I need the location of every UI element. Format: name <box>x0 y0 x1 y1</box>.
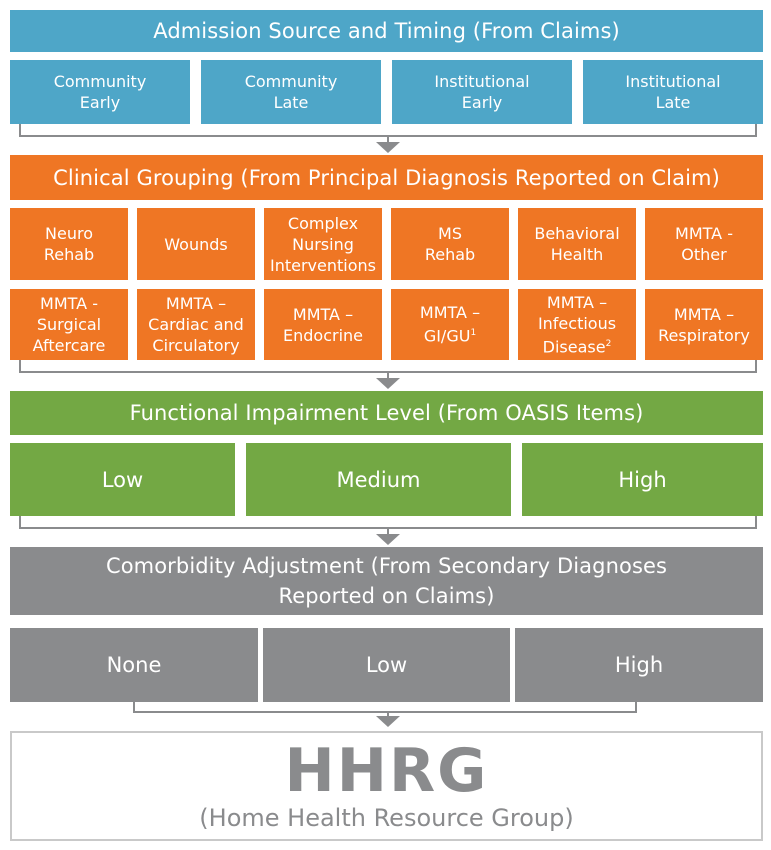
clinical-item: MMTA – Infectious Disease2 <box>518 289 636 360</box>
clinical-item: MMTA – Cardiac and Circulatory <box>137 289 255 360</box>
functional-item: High <box>522 443 763 516</box>
clinical-item: Neuro Rehab <box>10 208 128 280</box>
footnote-marker: 1 <box>470 328 477 339</box>
clinical-header: Clinical Grouping (From Principal Diagno… <box>10 155 763 200</box>
clinical-item-label: MMTA – GI/GU <box>419 303 481 346</box>
admission-bracket <box>19 124 757 137</box>
admission-header: Admission Source and Timing (From Claims… <box>10 10 763 52</box>
comorbidity-header: Comorbidity Adjustment (From Secondary D… <box>10 547 763 615</box>
admission-item: Institutional Early <box>392 60 572 124</box>
clinical-item: MMTA - Surgical Aftercare <box>10 289 128 360</box>
arrow-down-icon <box>376 142 400 153</box>
comorbidity-bracket <box>133 702 637 713</box>
comorbidity-item: None <box>10 628 258 702</box>
admission-item: Institutional Late <box>583 60 763 124</box>
comorbidity-item: Low <box>263 628 510 702</box>
clinical-item: Wounds <box>137 208 255 280</box>
clinical-item: Behavioral Health <box>518 208 636 280</box>
clinical-item: MMTA – Respiratory <box>645 289 763 360</box>
functional-header: Functional Impairment Level (From OASIS … <box>10 391 763 435</box>
hhrg-acronym: HHRG <box>284 736 489 806</box>
clinical-bracket <box>19 360 757 373</box>
arrow-down-icon <box>376 716 400 727</box>
footnote-marker: 2 <box>605 338 612 349</box>
clinical-item-label: MMTA – Infectious Disease <box>537 292 617 357</box>
admission-item: Community Early <box>10 60 190 124</box>
hhrg-full-name: (Home Health Resource Group) <box>199 804 574 832</box>
clinical-item: MMTA – GI/GU1 <box>391 289 509 360</box>
arrow-down-icon <box>376 534 400 545</box>
clinical-item: MS Rehab <box>391 208 509 280</box>
functional-bracket <box>19 516 757 529</box>
functional-item: Low <box>10 443 235 516</box>
admission-item: Community Late <box>201 60 381 124</box>
functional-item: Medium <box>246 443 511 516</box>
clinical-item: MMTA - Other <box>645 208 763 280</box>
comorbidity-item: High <box>515 628 763 702</box>
clinical-item: Complex Nursing Interventions <box>264 208 382 280</box>
hhrg-result-box: HHRG (Home Health Resource Group) <box>10 731 763 841</box>
clinical-item: MMTA – Endocrine <box>264 289 382 360</box>
arrow-down-icon <box>376 378 400 389</box>
